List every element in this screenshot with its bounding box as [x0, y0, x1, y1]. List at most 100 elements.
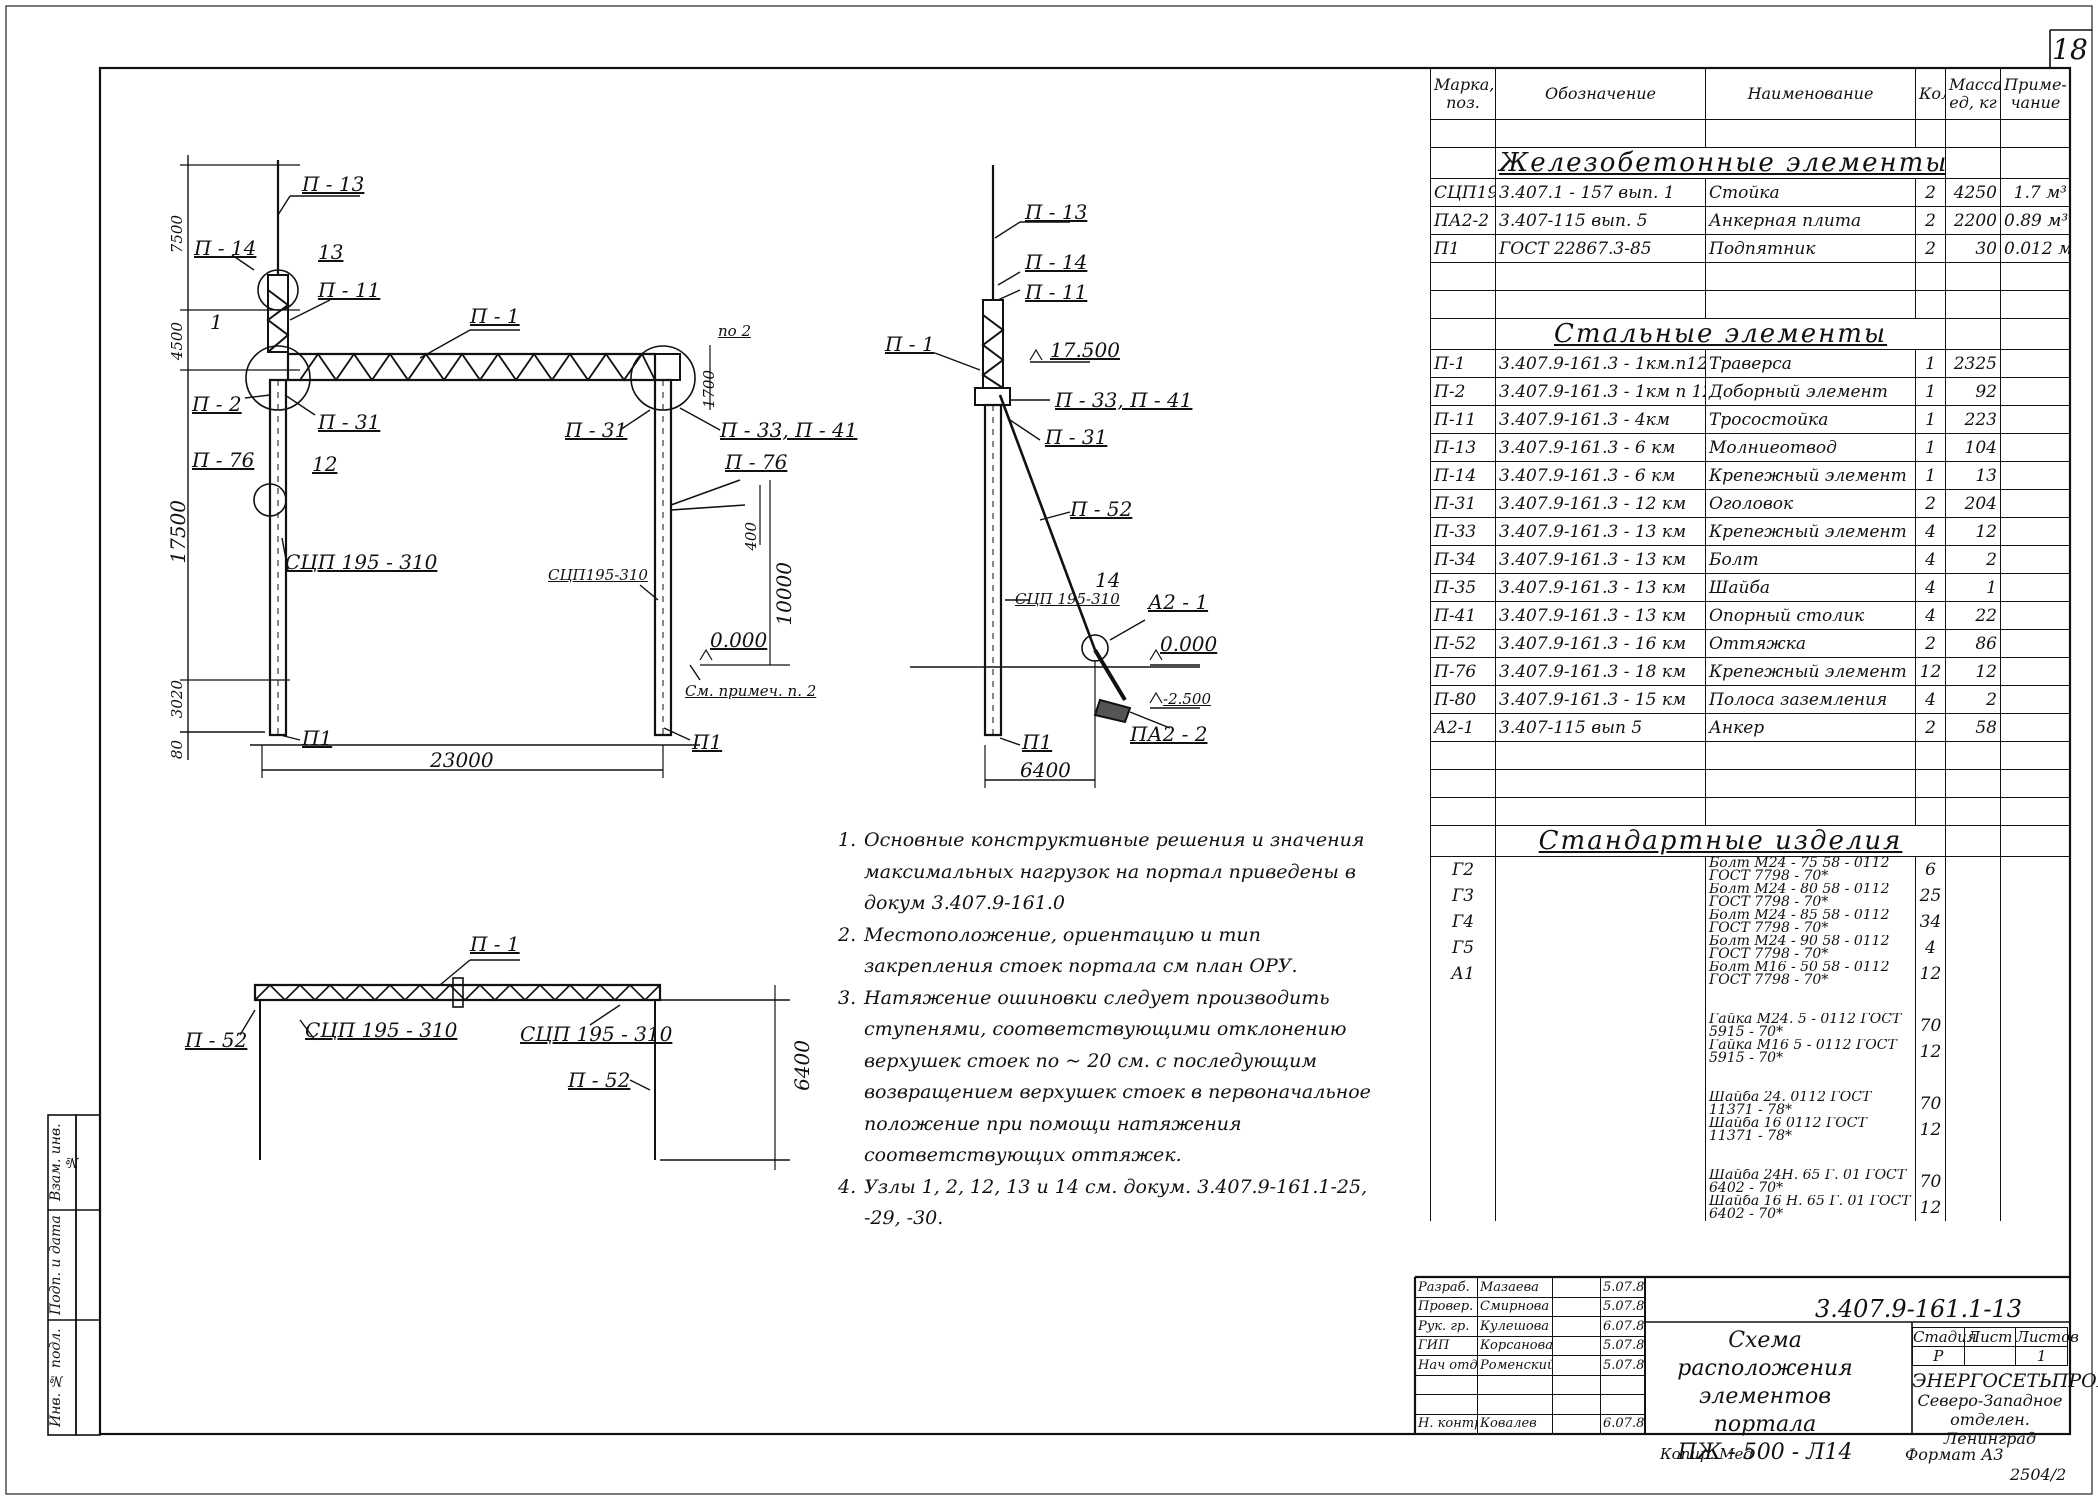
std-qty [1915, 1065, 1946, 1091]
spec-name: Доборный элемент [1705, 377, 1916, 406]
note-1: 1.Основные конструктивные решения и знач… [838, 829, 1365, 914]
label-see-note-2: См. примеч. п. 2 [685, 682, 817, 700]
plan-label-p52-right: П - 52 [568, 1068, 631, 1092]
standard-row: Гайка М24. 5 - 0112 ГОСТ 5915 - 70*70 [1430, 1013, 2071, 1039]
spec-note [2000, 461, 2071, 490]
spec-qty: 1 [1915, 433, 1946, 462]
std-mark [1430, 1091, 1496, 1117]
section-cell [2000, 318, 2071, 350]
std-name: Болт М24 - 75 58 - 0112 ГОСТ 7798 - 70* [1705, 856, 1916, 883]
spec-mark: А2-1 [1430, 713, 1496, 742]
side-level-minus-2500: -2.500 [1163, 690, 1212, 708]
std-mark [1430, 1169, 1496, 1195]
standard-row: Шайба 24. 0112 ГОСТ 11371 - 78*70 [1430, 1091, 2071, 1117]
organization: ЭНЕРГОСЕТЬПРОЕКТ Северо-Западное отделен… [1912, 1372, 2098, 1449]
std-mass [1945, 1195, 2001, 1221]
section-cell [1945, 318, 2001, 350]
spec-mark: П-80 [1430, 685, 1496, 714]
blank-cell [1915, 290, 1946, 319]
spec-qty: 1 [1915, 349, 1946, 378]
spec-name: Анкерная плита [1705, 206, 1916, 235]
label-p1: П - 1 [470, 304, 520, 328]
notes-section: 1.Основные конструктивные решения и знач… [838, 825, 1378, 1235]
spec-mark: ПА2-2 [1430, 206, 1496, 235]
std-mark [1430, 1195, 1496, 1221]
sheet-label: Лист [1963, 1327, 2017, 1347]
sheets-value: 1 [2015, 1346, 2068, 1366]
std-name: Гайка М16 5 - 0112 ГОСТ 5915 - 70* [1705, 1039, 1916, 1065]
spec-designation: 3.407.9-161.3 - 13 км [1495, 601, 1706, 630]
side-label-p14: П - 14 [1025, 250, 1088, 274]
approval-name [1477, 1394, 1553, 1415]
spec-mass: 1 [1945, 573, 2001, 602]
blank-cell [1430, 769, 1496, 798]
spec-note [2000, 517, 2071, 546]
section-cell [1945, 147, 2001, 179]
std-mark: Г4 [1430, 909, 1496, 935]
spec-designation: 3.407.9-161.3 - 6 км [1495, 461, 1706, 490]
label-p2: П - 2 [192, 392, 242, 416]
spec-qty: 2 [1915, 206, 1946, 235]
spec-designation: 3.407.9-161.3 - 1км.п12 [1495, 349, 1706, 378]
std-note [2000, 909, 2071, 935]
spec-name: Молниеотвод [1705, 433, 1916, 462]
approval-date: 5.07.88 [1600, 1296, 1646, 1317]
spec-qty: 4 [1915, 573, 1946, 602]
approval-role: Н. контр. [1415, 1413, 1478, 1434]
blank-cell [2000, 262, 2071, 291]
spec-mass: 2 [1945, 685, 2001, 714]
side-dim-6400: 6400 [1020, 758, 1071, 782]
side-view-drawing [910, 165, 1200, 788]
std-note [2000, 987, 2071, 1013]
blank-row [1430, 262, 2071, 291]
std-mass [1945, 883, 2001, 909]
blank-cell [2000, 797, 2071, 826]
std-mark [1430, 1039, 1496, 1065]
std-note [2000, 1065, 2071, 1091]
blank-cell [1915, 119, 1946, 148]
sheet-title: Схема расположения элементов портала ПЖ … [1677, 1328, 1853, 1465]
blank-cell [1915, 797, 1946, 826]
label-p1-left-base: П1 [302, 726, 333, 750]
front-view-drawing [180, 155, 790, 778]
std-mass [1945, 987, 2001, 1013]
std-note [2000, 1117, 2071, 1143]
specification-table: Марка, поз. Обозначение Наименование Кол… [1430, 68, 2071, 1221]
approval-date [1600, 1374, 1646, 1395]
spec-header-row: Марка, поз. Обозначение Наименование Кол… [1430, 68, 2071, 120]
spec-name: Болт [1705, 545, 1916, 574]
std-qty: 12 [1915, 961, 1946, 987]
section-cell [2000, 825, 2071, 857]
approval-role [1415, 1394, 1478, 1415]
approval-role: Рук. гр. [1415, 1316, 1478, 1337]
blank-cell [1430, 262, 1496, 291]
blank-cell [2000, 290, 2071, 319]
spec-mass: 30 [1945, 234, 2001, 263]
spec-mark: П1 [1430, 234, 1496, 263]
spec-mass: 58 [1945, 713, 2001, 742]
spec-mass: 92 [1945, 377, 2001, 406]
approval-date [1600, 1394, 1646, 1415]
approval-name: Кулешова [1477, 1316, 1553, 1337]
spec-qty: 1 [1915, 405, 1946, 434]
approval-date: 6.07.88 [1600, 1316, 1646, 1337]
spec-mark: П-52 [1430, 629, 1496, 658]
plan-dim-6400: 6400 [790, 1040, 814, 1091]
side-label-p11: П - 11 [1025, 280, 1088, 304]
approval-date: 6.07.88 [1600, 1413, 1646, 1434]
label-p33-p41: П - 33, П - 41 [720, 418, 858, 442]
std-qty: 12 [1915, 1039, 1946, 1065]
approval-role: Нач отд. [1415, 1355, 1478, 1376]
std-name: Болт М16 - 50 58 - 0112 ГОСТ 7798 - 70* [1705, 961, 1916, 987]
section-title: Стандартные изделия [1495, 825, 1946, 857]
